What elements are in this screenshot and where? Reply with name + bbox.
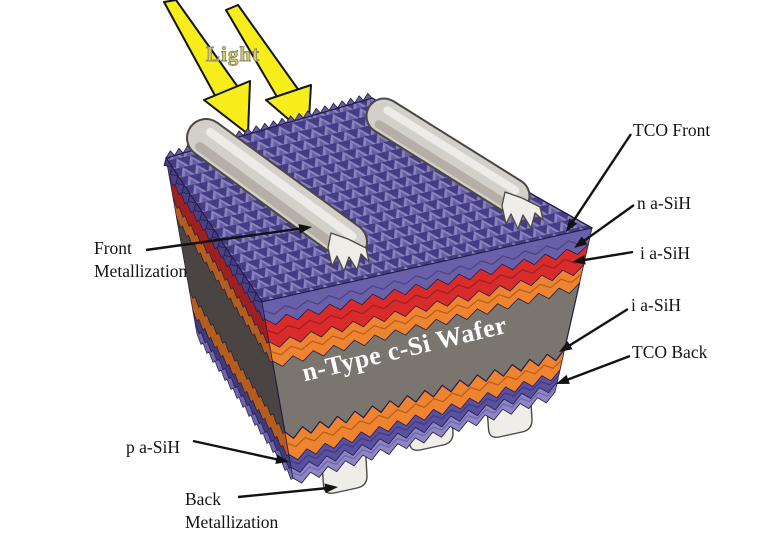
callout-front-metallization-line (145, 227, 303, 252)
busbar-end-face (501, 191, 544, 230)
label-p-a-sih: p a-SiH (126, 437, 180, 457)
left-face-layer-3 (176, 216, 286, 434)
label-back-metallization-line1: Back (185, 489, 221, 509)
left-face-layer-1 (168, 174, 270, 344)
light-rays (163, 0, 312, 137)
front-metallization-busbars (186, 97, 544, 272)
front-layer-i-a-sih-top-texture (270, 273, 582, 356)
label-front-metallization-line1: Front (94, 238, 132, 258)
front-layer-p-a-sih (288, 369, 561, 473)
busbar-side-shade (194, 142, 347, 256)
busbar-highlight (383, 106, 520, 195)
label-n-a-sih: n a-SiH (637, 193, 691, 213)
callout-i-a-sih-front-line (581, 250, 634, 262)
front-layer-tco-front (261, 227, 593, 326)
label-i-a-sih-front: i a-SiH (640, 243, 691, 263)
callout-p-a-sih-line (192, 439, 280, 462)
callout-arrows (145, 133, 635, 499)
busbar-body (367, 99, 529, 213)
busbar-side-shade (374, 120, 512, 209)
callout-back-metallization-head (324, 483, 338, 494)
label-back-metallization: Back Metallization (185, 488, 278, 534)
callout-i-a-sih-front-head (572, 255, 586, 265)
left-face-layer-5 (192, 310, 292, 470)
label-i-a-sih-back: i a-SiH (631, 295, 682, 315)
callout-front-metallization-head (298, 224, 312, 234)
callout-back-metallization-line (237, 486, 329, 499)
label-tco-back: TCO Back (632, 342, 708, 362)
front-layer-i-a-sih-top (268, 264, 584, 367)
label-front-metallization-line2: Metallization (94, 261, 188, 281)
front-layer-p-a-sih-texture (289, 375, 560, 465)
busbar-end-face (327, 232, 370, 272)
label-back-metallization-line2: Metallization (185, 512, 279, 532)
callout-tco-back-line (564, 354, 631, 382)
callout-tco-front-line (570, 133, 633, 225)
front-layer-tco-front-texture (263, 235, 591, 315)
callout-n-a-sih-line (581, 204, 635, 244)
light-label: Light (206, 42, 261, 67)
label-tco-front: TCO Front (633, 120, 711, 140)
front-layer-n-a-sih (264, 243, 589, 348)
busbar-body (188, 120, 366, 260)
front-face (261, 227, 593, 484)
front-layer-tco-back-texture (291, 386, 557, 477)
front-layer-i-a-sih-bottom (284, 348, 566, 461)
callout-tco-front-head (566, 218, 578, 232)
callout-n-a-sih-head (574, 236, 588, 248)
label-front-metallization: Front Metallization (94, 237, 187, 283)
light-ray-arrowhead (203, 80, 251, 135)
callout-i-a-sih-back-line (566, 307, 629, 348)
front-layer-wafer (271, 282, 581, 439)
front-layer-i-a-sih-bottom-texture (286, 359, 563, 447)
callout-i-a-sih-back-head (559, 341, 573, 352)
callout-p-a-sih-head (275, 454, 289, 464)
callout-tco-back-head (556, 374, 570, 384)
left-face-layer-4 (188, 287, 290, 457)
front-layer-n-a-sih-texture (266, 254, 587, 335)
busbar-highlight (205, 127, 357, 241)
top-left-edge-pyramid-teeth (163, 157, 263, 303)
